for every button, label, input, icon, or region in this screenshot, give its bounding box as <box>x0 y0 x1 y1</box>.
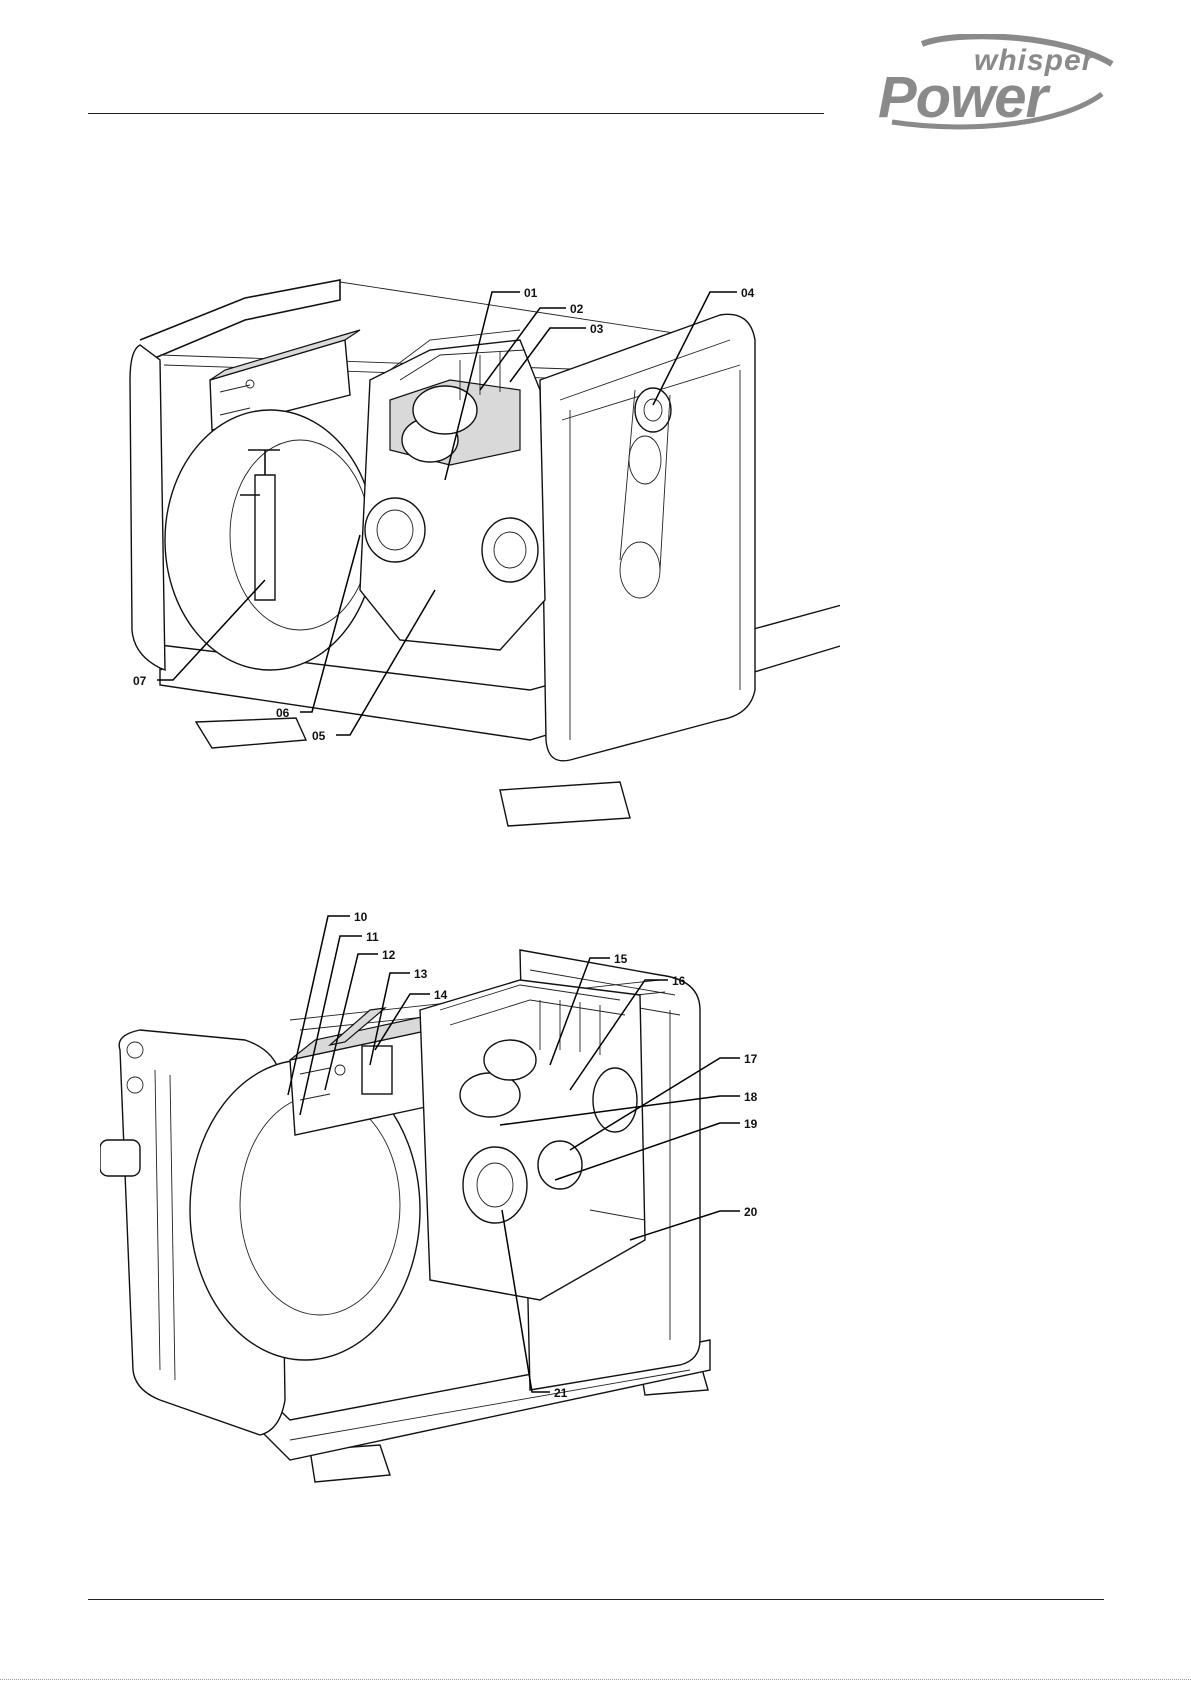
callout-12: 12 <box>382 948 396 962</box>
page-edge-dots <box>0 1679 1191 1680</box>
footer-rule <box>88 1599 1104 1600</box>
callout-07: 07 <box>133 674 147 688</box>
callout-05: 05 <box>312 729 326 743</box>
callout-03: 03 <box>590 322 604 336</box>
callout-19: 19 <box>744 1117 758 1131</box>
callout-15: 15 <box>614 952 628 966</box>
callout-18: 18 <box>744 1090 758 1104</box>
callout-06: 06 <box>276 706 290 720</box>
whisperpower-logo: whisper Power <box>862 34 1120 130</box>
callout-11: 11 <box>366 930 379 944</box>
callout-17: 17 <box>744 1052 758 1066</box>
generator-front-drawing: 01 02 03 04 05 06 07 <box>100 270 840 830</box>
header-rule <box>88 113 824 114</box>
callout-13: 13 <box>414 967 428 981</box>
callout-01: 01 <box>524 286 538 300</box>
callout-04: 04 <box>741 286 755 300</box>
callout-16: 16 <box>672 974 686 988</box>
callout-21: 21 <box>554 1386 568 1400</box>
logo-text-power: Power <box>878 64 1047 131</box>
generator-view-rear: 10 11 12 13 14 15 16 17 18 19 20 21 <box>100 900 840 1500</box>
callout-20: 20 <box>744 1205 758 1219</box>
generator-rear-drawing: 10 11 12 13 14 15 16 17 18 19 20 21 <box>100 900 840 1500</box>
callout-10: 10 <box>354 910 368 924</box>
callout-14: 14 <box>434 988 448 1002</box>
callout-02: 02 <box>570 302 584 316</box>
generator-view-front: 01 02 03 04 05 06 07 <box>100 270 840 830</box>
